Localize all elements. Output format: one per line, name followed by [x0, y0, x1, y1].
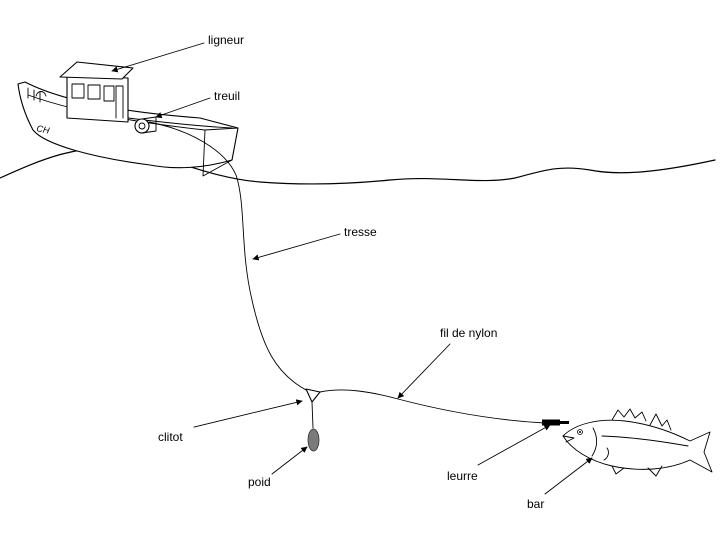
- winch: [134, 116, 157, 134]
- boat-rail: [27, 87, 233, 129]
- label-ligneur: ligneur: [208, 33, 244, 47]
- arrow-treuil: [155, 97, 211, 119]
- fish-bar: [562, 408, 713, 477]
- arrow-ligneur: [111, 42, 205, 73]
- weight-line: [311, 401, 314, 429]
- clitot-swivel: [305, 388, 321, 403]
- arrow-clitot: [193, 399, 303, 428]
- tresse-line: [148, 121, 311, 393]
- boat: CH: [17, 61, 239, 177]
- label-clitot-group: clitot: [158, 399, 303, 444]
- label-poid: poid: [248, 475, 271, 489]
- label-tresse-group: tresse: [252, 225, 377, 261]
- arrow-bar: [544, 457, 593, 495]
- lure-leurre: [542, 419, 569, 426]
- weight-poid: [307, 428, 320, 452]
- label-poid-group: poid: [248, 446, 308, 489]
- label-tresse: tresse: [344, 225, 377, 239]
- cabin-window-1: [71, 83, 85, 99]
- label-leurre-group: leurre: [447, 424, 551, 483]
- bow-fitting: [35, 91, 47, 97]
- boat-cabin-roof: [59, 61, 134, 80]
- cabin-door: [115, 85, 124, 119]
- label-bar: bar: [527, 497, 544, 511]
- label-fil-de-nylon-group: fil de nylon: [397, 326, 497, 399]
- arrow-tresse: [252, 233, 341, 261]
- cabin-window-3: [103, 85, 115, 102]
- label-treuil: treuil: [214, 89, 240, 103]
- label-leurre: leurre: [447, 469, 478, 483]
- boat-stern: [202, 129, 233, 177]
- cabin-window-2: [87, 84, 101, 100]
- nylon-line: [319, 389, 546, 424]
- label-treuil-group: treuil: [155, 89, 240, 119]
- arrow-fil-de-nylon: [397, 343, 451, 399]
- label-bar-group: bar: [527, 457, 593, 511]
- hull-marking: CH: [36, 123, 51, 136]
- label-fil-de-nylon: fil de nylon: [440, 326, 497, 340]
- label-ligneur-group: ligneur: [111, 33, 244, 73]
- arrow-poid: [271, 446, 308, 475]
- label-clitot: clitot: [158, 430, 183, 444]
- arrow-leurre: [477, 424, 551, 466]
